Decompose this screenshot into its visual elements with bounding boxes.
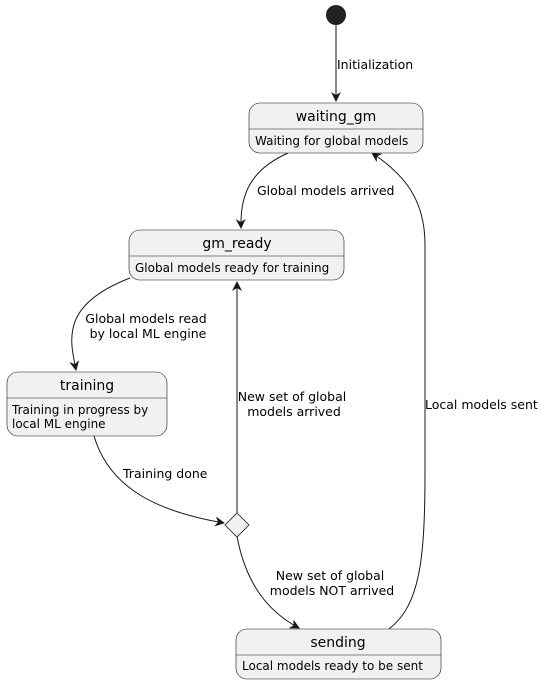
state-waiting-gm-title: waiting_gm	[296, 109, 377, 125]
state-training: training Training in progress by local M…	[6, 371, 168, 437]
state-sending: sending Local models ready to be sent	[235, 628, 442, 680]
edge-training-done	[93, 435, 225, 527]
start-node	[326, 5, 346, 25]
state-sending-desc: Local models ready to be sent	[242, 659, 423, 673]
label-new-set-arrived: New set of global models arrived	[238, 389, 350, 419]
state-gm-ready-desc: Global models ready for training	[135, 261, 329, 275]
label-local-models-sent: Local models sent	[425, 397, 538, 412]
state-gm-ready-title: gm_ready	[202, 236, 271, 252]
label-global-models-arrived: Global models arrived	[257, 183, 394, 198]
edge-new-set-not-arrived	[236, 535, 300, 629]
state-training-desc: Training in progress by local ML engine	[11, 403, 152, 431]
choice-node	[224, 512, 250, 538]
label-training-done: Training done	[122, 466, 208, 481]
state-sending-title: sending	[310, 635, 365, 651]
state-training-title: training	[60, 378, 114, 394]
label-new-set-not-arrived: New set of global models NOT arrived	[270, 568, 394, 598]
state-waiting-gm-desc: Waiting for global models	[255, 134, 408, 148]
label-initialization: Initialization	[337, 57, 413, 72]
label-global-models-read: Global models read by local ML engine	[85, 311, 210, 341]
edge-local-models-sent	[371, 152, 426, 630]
state-waiting-gm: waiting_gm Waiting for global models	[248, 102, 424, 154]
state-gm-ready: gm_ready Global models ready for trainin…	[128, 229, 345, 281]
edge-global-models-arrived	[235, 152, 289, 229]
edge-global-models-read	[69, 277, 131, 371]
